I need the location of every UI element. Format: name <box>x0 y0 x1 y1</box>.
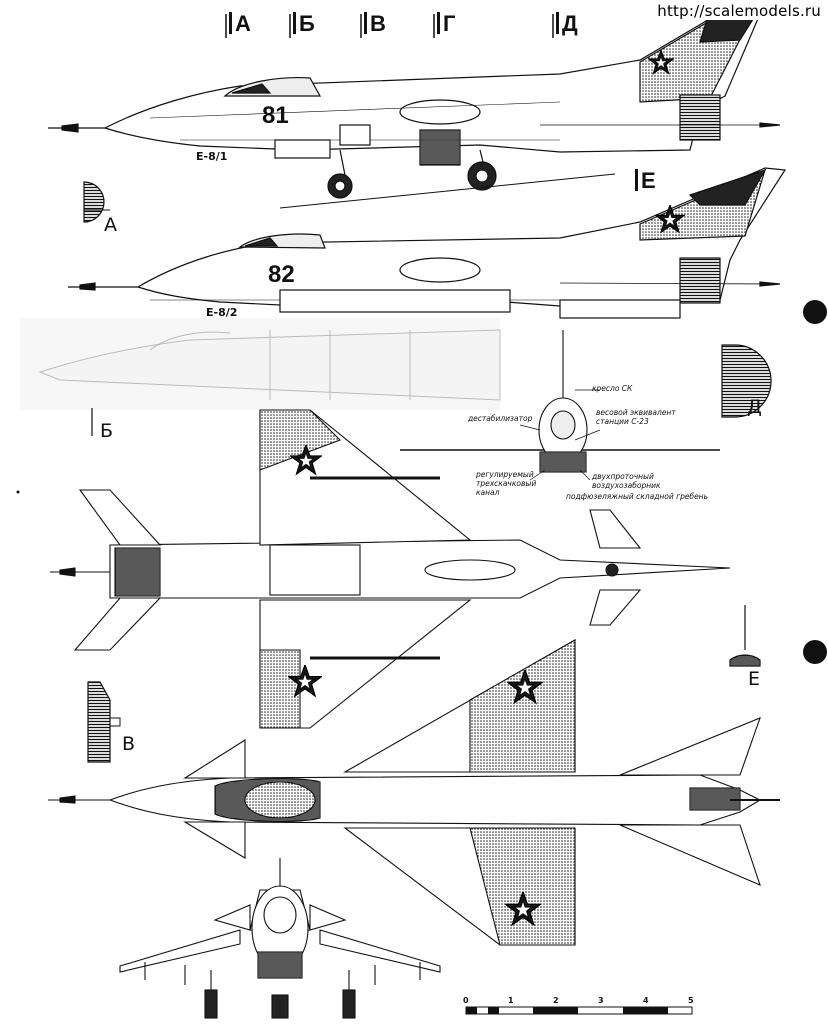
section-mark-b: Б <box>293 11 315 37</box>
section-mark-v: В <box>364 11 386 37</box>
faded-side-view <box>20 318 501 410</box>
section-mark-a: А <box>229 11 251 37</box>
section-label-b: Б <box>100 420 114 442</box>
scale-tick: 3 <box>598 996 604 1005</box>
front-view-detail <box>400 330 720 481</box>
marker-dot <box>803 300 827 324</box>
designation-e8-1: Е-8/1 <box>196 150 228 163</box>
designation-e8-2: Е-8/2 <box>206 306 238 319</box>
scale-tick: 5 <box>688 996 694 1005</box>
section-mark-g: Г <box>437 11 455 37</box>
section-label-v: В <box>122 733 136 755</box>
callout-seat: кресло СК <box>592 384 633 393</box>
scale-tick: 4 <box>643 996 649 1005</box>
side-view-e8-2: 82 <box>68 167 787 319</box>
section-label-d: Д <box>747 396 762 418</box>
marker-dot <box>803 640 827 664</box>
scale-tick: 1 <box>508 996 514 1005</box>
callout-destabilizer: дестабилизатор <box>468 414 533 423</box>
section-mark-d: Д <box>556 11 578 37</box>
side-view-e8-1: 81 <box>48 13 781 209</box>
section-label-a: А <box>104 214 117 236</box>
e8-2-number: 82 <box>268 261 295 288</box>
callout-counterweight: весовой эквивалент станции С-23 <box>596 408 676 426</box>
scale-bar <box>465 1006 693 1015</box>
cross-section-e <box>729 605 761 667</box>
section-label-e: Е <box>748 668 761 690</box>
callout-intake: регулируемый трехскачковый канал <box>476 470 537 497</box>
top-view <box>50 409 731 729</box>
scale-tick: 2 <box>553 996 559 1005</box>
watermark: http://scalemodels.ru <box>654 2 824 20</box>
bottom-view <box>48 639 780 946</box>
callout-splitter: двухпроточный воздухозаборник <box>592 472 661 490</box>
cross-section-v <box>87 681 121 763</box>
cross-section-d <box>721 344 772 418</box>
e8-1-number: 81 <box>262 102 289 129</box>
scale-tick: 0 <box>463 996 469 1005</box>
front-view <box>119 858 441 1019</box>
callout-ventral-fin: подфюзеляжный складной гребень <box>566 492 709 501</box>
section-mark-e: Е <box>635 168 656 194</box>
cross-section-a <box>83 181 110 223</box>
